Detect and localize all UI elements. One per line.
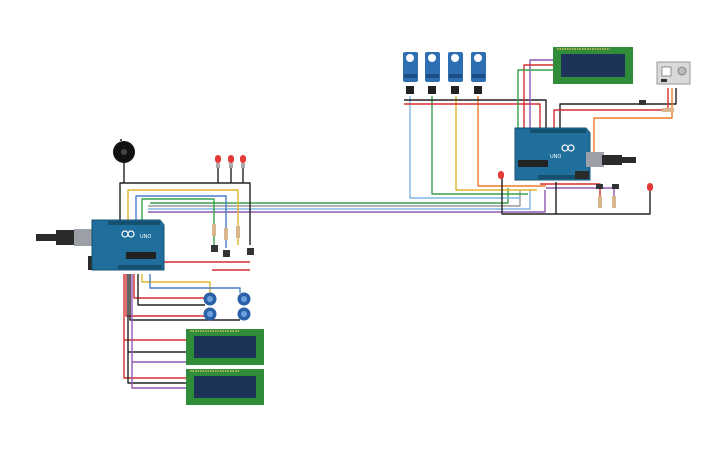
button-r3[interactable] bbox=[639, 100, 646, 105]
pot-2[interactable] bbox=[237, 292, 251, 306]
wire-servo-a2 bbox=[431, 96, 528, 195]
mcu-chip-right bbox=[518, 160, 548, 167]
arduino-right[interactable]: UNO bbox=[514, 127, 636, 181]
power-jack-right bbox=[575, 171, 589, 179]
wire-bus-2 bbox=[148, 190, 531, 210]
wire-pot-5 bbox=[125, 274, 205, 317]
pot-1[interactable] bbox=[203, 292, 217, 306]
wire-rlcd-1 bbox=[529, 59, 553, 128]
arduino-infinity-icon bbox=[561, 144, 575, 152]
wire-bus-3 bbox=[148, 190, 546, 213]
wire-lcd-3 bbox=[131, 274, 190, 363]
wire-pot-3 bbox=[133, 274, 205, 299]
wire-pot-1 bbox=[141, 274, 211, 293]
led-group-left bbox=[215, 155, 246, 168]
mcu-chip-left bbox=[126, 252, 156, 259]
led-3[interactable] bbox=[240, 155, 246, 168]
servo-group bbox=[403, 52, 486, 94]
led-2[interactable] bbox=[228, 155, 234, 168]
wire-left-top-1 bbox=[119, 182, 251, 245]
wire-servo-pwr2 bbox=[404, 103, 541, 128]
servo-1[interactable] bbox=[403, 52, 418, 94]
usb-connector-right bbox=[586, 152, 604, 167]
wire-sensor-3 bbox=[593, 88, 673, 160]
arduino-infinity-icon bbox=[121, 230, 135, 238]
servo-2[interactable] bbox=[425, 52, 440, 94]
wire-pot-2 bbox=[149, 274, 241, 293]
wire-servo-a4 bbox=[477, 96, 546, 187]
resistor-l1 bbox=[212, 224, 216, 236]
led-4[interactable] bbox=[498, 171, 504, 179]
wire-servo-a1 bbox=[409, 96, 520, 199]
pot-3[interactable] bbox=[203, 307, 217, 321]
wire-left-top-3 bbox=[135, 195, 227, 248]
wire-lcd-4 bbox=[123, 340, 188, 379]
lcd-top-right[interactable] bbox=[553, 47, 633, 84]
lcd-bottom-2[interactable] bbox=[186, 369, 264, 405]
resistor-l3 bbox=[236, 226, 240, 238]
wire-left-top-2 bbox=[127, 189, 239, 245]
wire-sensor-2 bbox=[553, 88, 669, 128]
wire-servo-a3 bbox=[455, 96, 537, 191]
wires-layer bbox=[119, 59, 677, 389]
resistor-r2 bbox=[612, 196, 616, 208]
arduino-left[interactable]: UNO bbox=[36, 219, 165, 271]
wire-sensor-1 bbox=[559, 88, 677, 128]
resistor-r1 bbox=[598, 196, 602, 208]
resistor-r3 bbox=[662, 108, 674, 112]
usb-cable-left bbox=[36, 234, 70, 241]
button-r1[interactable] bbox=[596, 184, 603, 189]
lcd-bottom-1[interactable] bbox=[186, 329, 264, 365]
ultrasonic-sensor[interactable] bbox=[656, 61, 691, 85]
servo-4[interactable] bbox=[471, 52, 486, 94]
button-3[interactable] bbox=[247, 248, 254, 255]
usb-cable-right bbox=[602, 155, 622, 165]
led-1[interactable] bbox=[215, 155, 221, 168]
servo-3[interactable] bbox=[448, 52, 463, 94]
wire-right-led-2 bbox=[540, 183, 601, 196]
wire-rlcd-3 bbox=[517, 69, 553, 128]
button-1[interactable] bbox=[211, 245, 218, 252]
button-r2[interactable] bbox=[612, 184, 619, 189]
resistor-l2 bbox=[224, 228, 228, 240]
pushbutton-group bbox=[211, 224, 254, 257]
wire-bus-4 bbox=[150, 188, 509, 204]
board-label-right: UNO bbox=[550, 154, 561, 160]
wire-right-led-1 bbox=[501, 178, 651, 215]
wire-servo-pwr bbox=[404, 99, 547, 128]
wire-lcd-5 bbox=[127, 352, 188, 384]
board-label-left: UNO bbox=[140, 234, 151, 240]
led-5[interactable] bbox=[647, 183, 653, 191]
potentiometer-group bbox=[203, 292, 251, 321]
wire-rlcd-2 bbox=[523, 64, 553, 128]
pot-4[interactable] bbox=[237, 307, 251, 321]
button-2[interactable] bbox=[223, 250, 230, 257]
arduino-board-left bbox=[91, 219, 165, 271]
wire-bus-1 bbox=[148, 190, 521, 207]
piezo-buzzer[interactable] bbox=[113, 139, 135, 163]
wire-pot-6 bbox=[129, 274, 240, 321]
led-group-right bbox=[498, 100, 674, 208]
wire-pot-4 bbox=[137, 274, 205, 306]
wire-lcd-6 bbox=[131, 362, 188, 389]
usb-connector-left bbox=[74, 229, 94, 246]
